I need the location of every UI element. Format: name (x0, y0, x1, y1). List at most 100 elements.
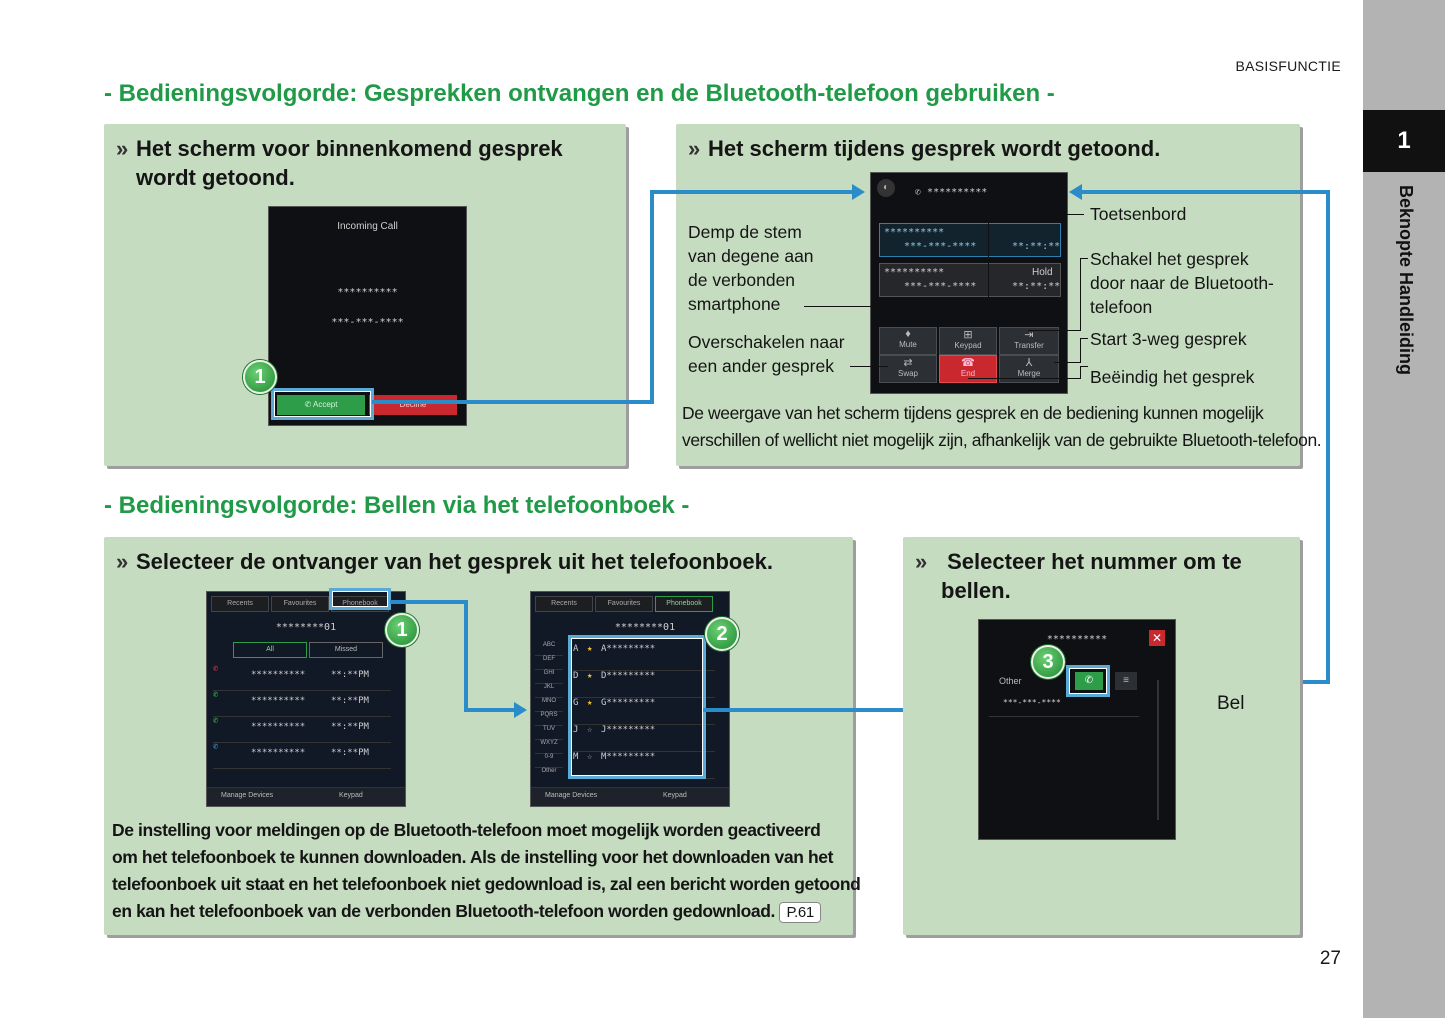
phone-icon: ✆ (304, 400, 313, 409)
swap-button[interactable]: ⇄Swap (879, 355, 937, 383)
phonebook-screen-list: Recents Favourites Phonebook ********01 … (530, 591, 730, 807)
step-badge-1: 1 (243, 360, 277, 394)
call-screen-title: ✆ ********** (915, 187, 988, 198)
number-select-screen: ********** ✕ Other ***-***-**** ✆ ≡ (978, 619, 1176, 840)
keypad-button[interactable]: Keypad (663, 792, 687, 799)
page-reference-link[interactable]: P.61 (779, 902, 821, 923)
alphabet-index[interactable]: ABC DEF GHI JKL MNO PQRS TUV WXYZ 0-9 Ot… (535, 642, 563, 774)
mute-label: Demp de stem van degene aan de verbonden… (688, 222, 814, 314)
divider (989, 716, 1139, 717)
filter-all[interactable]: All (233, 642, 307, 658)
star-outline-icon: ☆ (587, 725, 593, 735)
merge-icon: ⅄ (1025, 357, 1033, 369)
tab-favourites[interactable]: Favourites (271, 596, 329, 612)
transfer-label: Schakel het gesprek door naar de Bluetoo… (1090, 249, 1274, 317)
number-type-label: Other (999, 676, 1022, 686)
list-item[interactable]: D★D********* (573, 671, 715, 698)
menu-icon[interactable]: ≡ (1115, 672, 1137, 690)
incoming-call-icon: ✆ (213, 742, 219, 752)
keypad-button[interactable]: Keypad (339, 792, 363, 799)
active-call-card[interactable]: ********** ***-***-**** **:**:** (879, 223, 1061, 257)
accept-button[interactable]: ✆ Accept (277, 395, 365, 415)
held-call-card[interactable]: ********** Hold ***-***-**** **:**:** (879, 263, 1061, 297)
connector-line (372, 400, 652, 404)
device-header: ********01 (614, 622, 676, 633)
connector-line (464, 600, 468, 712)
list-item[interactable]: A★A********* (573, 644, 715, 671)
incoming-call-box: »Het scherm voor binnenkomend gesprek wo… (104, 124, 626, 466)
phonebook-screen-recents: Recents Favourites Phonebook ********01 … (206, 591, 406, 807)
decline-button[interactable]: Decline (369, 395, 457, 415)
transfer-button[interactable]: ⇥Transfer (999, 327, 1059, 355)
merge-label: Start 3-weg gesprek (1090, 329, 1247, 349)
device-header: ********01 (275, 622, 337, 633)
chevron-icon: » (688, 136, 701, 161)
list-item[interactable]: G★G********* (573, 698, 715, 725)
end-call-label: Beëindig het gesprek (1090, 367, 1255, 387)
leader-line (1080, 258, 1081, 330)
microphone-icon: ♦ (905, 328, 911, 340)
connector-line (703, 708, 963, 712)
tab-recents[interactable]: Recents (211, 596, 269, 612)
caller-number: ***-***-**** (331, 317, 404, 328)
call-button[interactable]: ✆ (1075, 672, 1103, 690)
manage-devices-button[interactable]: Manage Devices (545, 792, 598, 799)
outgoing-call-icon: ✆ (213, 690, 219, 700)
filter-missed[interactable]: Missed (309, 642, 383, 658)
tab-recents[interactable]: Recents (535, 596, 593, 612)
phonebook-tab-highlight (329, 588, 391, 610)
step-badge-2: 2 (705, 617, 739, 651)
connector-arrow (514, 702, 527, 718)
star-icon: ★ (587, 671, 593, 681)
keypad-icon: ⊞ (963, 329, 973, 341)
tab-phonebook[interactable]: Phonebook (655, 596, 713, 612)
leader-line (1054, 362, 1081, 363)
chapter-number: 1 (1363, 110, 1445, 172)
screen-footer: Manage Devices Keypad (531, 787, 729, 806)
phonebook-box-title: »Selecteer de ontvanger van het gesprek … (116, 549, 773, 574)
connector-line (650, 190, 854, 194)
close-icon[interactable]: ✕ (1149, 630, 1165, 646)
manage-devices-button[interactable]: Manage Devices (221, 792, 274, 799)
leader-line (1080, 338, 1081, 362)
back-icon[interactable]: ◐ (877, 179, 895, 197)
call-label: Bel (1217, 693, 1245, 714)
connector-line (1326, 190, 1330, 684)
phonebook-note: De instelling voor meldingen op de Bluet… (112, 820, 861, 923)
running-title: BASISFUNCTIE (1235, 58, 1341, 74)
select-number-box: » Selecteer het nummer om te bellen. ***… (903, 537, 1300, 935)
connector-line (464, 708, 516, 712)
connector-line (650, 190, 654, 404)
accept-highlight (271, 388, 374, 420)
during-call-box: »Het scherm tijdens gesprek wordt getoon… (676, 124, 1322, 466)
list-item[interactable]: ✆************:**PM (213, 664, 391, 691)
list-item[interactable]: ✆************:**PM (213, 742, 391, 769)
leader-line (1080, 366, 1081, 378)
swap-label: Overschakelen naar een ander gesprek (688, 332, 845, 376)
list-item[interactable]: ✆************:**PM (213, 690, 391, 717)
select-number-title: » Selecteer het nummer om te bellen. (915, 549, 1242, 603)
list-item[interactable]: J☆J********* (573, 725, 715, 752)
connector-line (1082, 190, 1330, 194)
chevron-icon: » (116, 136, 129, 161)
outgoing-call-icon: ✆ (213, 716, 219, 726)
leader-line (804, 306, 910, 307)
during-box-title: »Het scherm tijdens gesprek wordt getoon… (688, 136, 1161, 161)
tab-favourites[interactable]: Favourites (595, 596, 653, 612)
during-call-note: De weergave van het scherm tijdens gespr… (682, 403, 1322, 450)
keypad-button[interactable]: ⊞Keypad (939, 327, 997, 355)
list-item[interactable]: ✆************:**PM (213, 716, 391, 743)
incoming-box-title: »Het scherm voor binnenkomend gesprek wo… (116, 136, 563, 190)
mute-button[interactable]: ♦Mute (879, 327, 937, 355)
scrollbar[interactable] (1157, 680, 1159, 820)
leader-line (1080, 338, 1088, 339)
connector-line (390, 600, 468, 604)
section1-title: - Bedieningsvolgorde: Gesprekken ontvang… (104, 80, 1055, 107)
keypad-label: Toetsenbord (1090, 204, 1187, 224)
contact-number: ***-***-**** (1003, 698, 1061, 707)
leader-line (1080, 258, 1088, 259)
step-badge-1: 1 (385, 613, 419, 647)
connector-arrow (852, 184, 865, 200)
step-badge-3: 3 (1031, 645, 1065, 679)
leader-line (1028, 330, 1081, 331)
